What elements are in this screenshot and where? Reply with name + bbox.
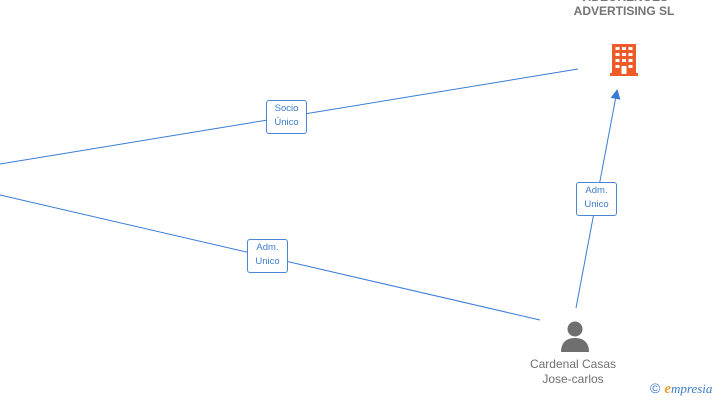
edge-label-line: Unico — [584, 199, 609, 210]
edge-label-line: Adm. — [585, 185, 608, 196]
person-name[interactable]: Cardenal Casas Jose-carlos — [529, 357, 617, 386]
edge-label-line: Socio — [274, 103, 299, 114]
edge-label-line: Unico — [255, 256, 280, 267]
edge-label-socio-unico[interactable]: Socio Único — [266, 100, 307, 134]
edge-label-line: Único — [274, 117, 299, 128]
edge-label-line: Adm. — [256, 242, 279, 253]
edge-label-adm-unico-right[interactable]: Adm. Unico — [576, 182, 617, 216]
building-icon[interactable] — [607, 42, 641, 76]
company-name[interactable]: VIDEOKENGES ADVERTISING SL — [573, 0, 675, 18]
empresia-watermark: ©empresia — [650, 380, 712, 397]
brand-logo-text: mpresia — [671, 381, 713, 396]
copyright-symbol: © — [650, 380, 661, 396]
brand-logo-e: e — [664, 381, 671, 397]
person-icon[interactable] — [560, 320, 590, 352]
edge-label-adm-unico-left[interactable]: Adm. Unico — [247, 239, 288, 273]
